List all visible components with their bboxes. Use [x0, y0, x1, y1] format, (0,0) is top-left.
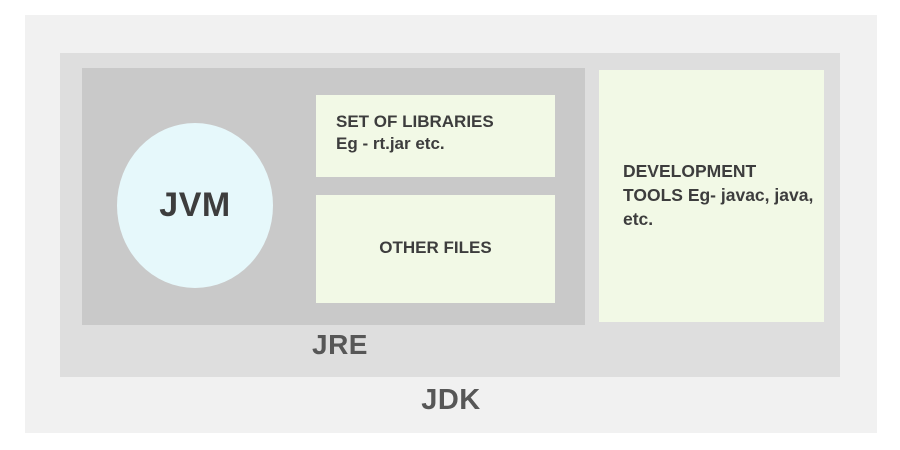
other-files-node: OTHER FILES [316, 195, 555, 303]
jdk-container: JVM SET OF LIBRARIES Eg - rt.jar etc. OT… [25, 15, 877, 433]
development-tools-node: DEVELOPMENT TOOLS Eg- javac, java, etc. [599, 70, 824, 322]
jvm-node: JVM [117, 123, 273, 288]
jdk-caption: JDK [421, 384, 481, 416]
other-files-label: OTHER FILES [379, 237, 492, 257]
jvm-label: JVM [159, 186, 231, 224]
set-of-libraries-node: SET OF LIBRARIES Eg - rt.jar etc. [316, 95, 555, 177]
set-of-libraries-label: SET OF LIBRARIES Eg - rt.jar etc. [336, 112, 494, 154]
jre-container: JVM SET OF LIBRARIES Eg - rt.jar etc. OT… [60, 53, 840, 377]
jvm-and-libraries-container: JVM SET OF LIBRARIES Eg - rt.jar etc. OT… [82, 68, 585, 325]
jre-caption: JRE [312, 329, 368, 360]
development-tools-label: DEVELOPMENT TOOLS Eg- javac, java, etc. [623, 161, 814, 229]
